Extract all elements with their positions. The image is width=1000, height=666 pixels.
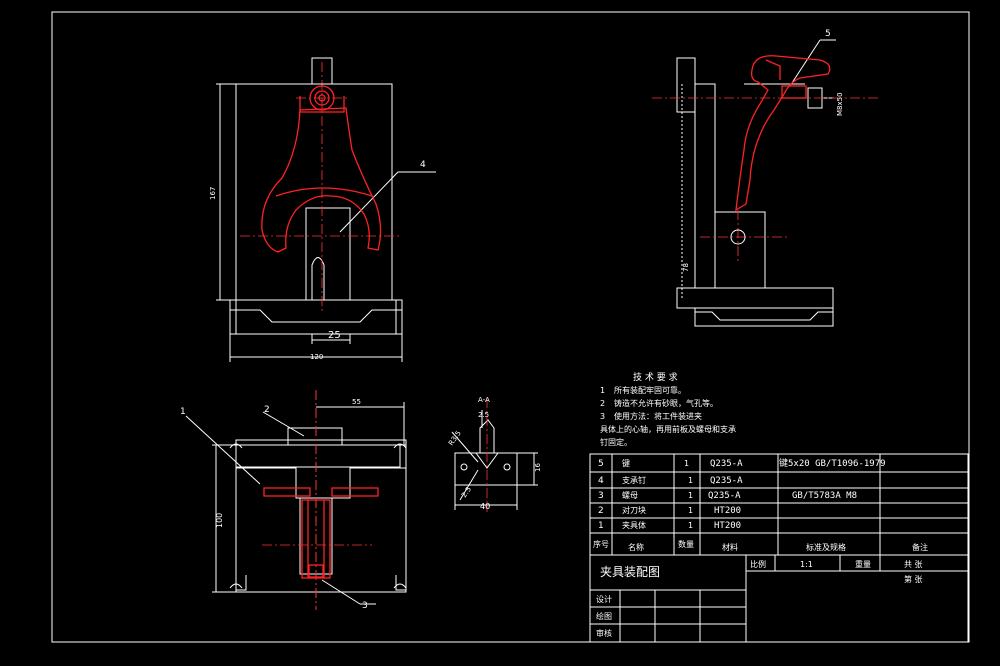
row5-name: 键 (622, 458, 630, 468)
tech-item-2-num: 2 (600, 399, 605, 408)
row4-material: Q235-A (710, 476, 743, 486)
row3-no: 3 (598, 491, 604, 501)
shift-fork-side (735, 55, 831, 212)
hdr-name: 名称 (628, 542, 644, 552)
callout-side-5: 5 (825, 29, 831, 39)
front-top-stub (311, 57, 333, 85)
hdr-qty: 数量 (678, 539, 694, 549)
side-view (676, 39, 836, 327)
section-dim-right: 16 (534, 463, 542, 472)
top-view (185, 390, 407, 610)
section-label: A-A (478, 396, 490, 404)
row1-qty: 1 (688, 521, 693, 530)
row3-standard: GB/T5783A M8 (792, 491, 857, 501)
section-dim-left: R3.5 (447, 429, 463, 447)
tech-item-3-text: 使用方法：将工件装进夹 (614, 411, 702, 421)
dim-side-right: M8x50 (836, 92, 844, 116)
row2-no: 2 (598, 506, 604, 516)
row1-material: HT200 (714, 521, 741, 531)
row4-qty: 1 (688, 476, 693, 485)
tech-cont-2: 钉固定。 (600, 437, 632, 447)
sheet-border (51, 11, 970, 643)
tech-item-1-num: 1 (600, 386, 605, 395)
hdr-standard: 标准及规格 (806, 542, 846, 552)
designer-label: 设计 (596, 594, 612, 604)
tech-item-3-num: 3 (600, 412, 605, 421)
row5-no: 5 (598, 459, 604, 469)
drafter-label: 绘图 (596, 611, 612, 621)
row2-name: 对刀块 (622, 505, 646, 515)
tech-item-2-text: 铸造不允许有砂眼，气孔等。 (614, 398, 718, 408)
row1-no: 1 (598, 521, 604, 531)
tech-item-1-text: 所有装配牢固可靠。 (614, 385, 686, 395)
callout-top-2: 2 (264, 405, 270, 415)
row5-qty: 1 (684, 459, 689, 468)
scale-value: 1:1 (800, 560, 813, 569)
section-dim-left2: 2.5 (460, 485, 473, 499)
hdr-note: 备注 (912, 542, 928, 552)
side-pin-hole (730, 229, 746, 245)
callout-top-1: 1 (180, 407, 186, 417)
hdr-material: 材料 (722, 542, 738, 552)
row3-qty: 1 (688, 491, 693, 500)
dim-top-100: 100 (215, 513, 224, 528)
parts-table-grid (589, 453, 969, 643)
shift-fork-front (261, 85, 382, 253)
reviewer-label: 审核 (596, 628, 612, 638)
dim-front-height: 167 (209, 187, 217, 200)
parts-rows: 5 键 1 Q235-A 键5x20 GB/T1096-1979 4 支承钉 1… (598, 457, 886, 531)
dim-side-height: 78 (682, 263, 690, 272)
top-red-parts (263, 487, 379, 579)
front-centerlines (240, 62, 402, 312)
row5-material: Q235-A (710, 459, 743, 469)
row1-name: 夹具体 (622, 520, 646, 530)
row2-qty: 1 (688, 506, 693, 515)
section-dim-top: 2.5 (478, 411, 489, 419)
dim-top-55: 55 (352, 398, 361, 406)
tech-title: 技 术 要 求 (633, 371, 678, 383)
parts-header: 序号 名称 数量 材料 标准及规格 备注 (593, 539, 928, 552)
callout-front-4: 4 (420, 160, 426, 170)
tech-cont-1: 具体上的心轴，再用前板及螺母和支承 (600, 424, 736, 434)
title-block: 夹具装配图 比例 1:1 重量 共 张 第 张 设计 绘图 审核 (596, 559, 923, 638)
sheets-label: 共 张 (904, 560, 923, 569)
hdr-no: 序号 (593, 539, 609, 549)
row5-standard: 键5x20 GB/T1096-1979 (779, 457, 886, 469)
section-view (451, 410, 538, 510)
sheet-label: 第 张 (904, 574, 923, 584)
section-dim-bottom: 40 (480, 502, 490, 511)
row4-no: 4 (598, 476, 604, 486)
row2-material: HT200 (714, 506, 741, 516)
drawing-title: 夹具装配图 (600, 565, 660, 579)
row3-material: Q235-A (708, 491, 741, 501)
front-view (216, 83, 436, 362)
scale-label: 比例 (750, 559, 766, 569)
weight-label: 重量 (855, 559, 871, 569)
tech-requirements: 技 术 要 求 1 所有装配牢固可靠。 2 铸造不允许有砂眼，气孔等。 3 使用… (600, 371, 736, 447)
row3-name: 螺母 (622, 490, 638, 500)
callout-top-3: 3 (362, 601, 368, 611)
row4-name: 支承钉 (622, 475, 646, 485)
dim-front-25: 25 (328, 330, 341, 341)
dim-front-120: 120 (310, 353, 323, 361)
